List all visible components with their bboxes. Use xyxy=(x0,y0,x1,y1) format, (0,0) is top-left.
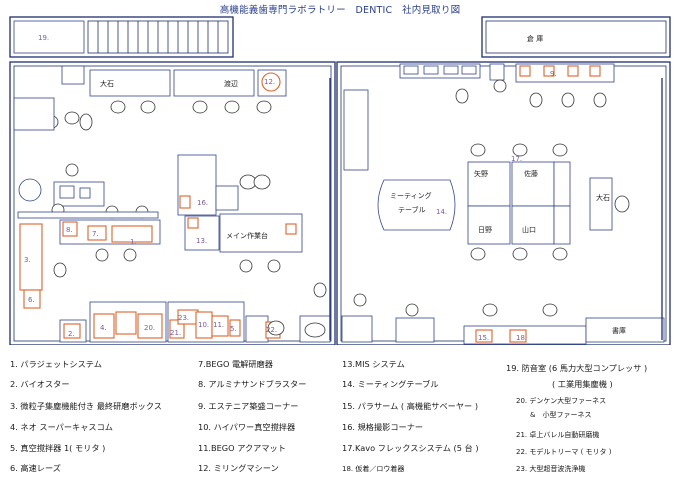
legend-item: 14. ミーティングテーブル xyxy=(342,379,439,389)
num-5: 5. xyxy=(230,325,237,333)
legend-item: 13.MIS システム xyxy=(342,359,405,369)
legend-item: 4. ネオ スーパーキャスコム xyxy=(10,422,113,432)
num-6: 6. xyxy=(28,296,35,304)
num-20: 20. xyxy=(144,324,155,332)
soundproof-room xyxy=(9,16,234,58)
num-17: 17. xyxy=(511,155,522,163)
compressor-box xyxy=(13,20,85,54)
legend-item: 8. アルミナサンドブラスター xyxy=(198,379,307,389)
legend-item: 19. 防音室 (6 馬力大型コンプレッサ ) xyxy=(506,363,648,373)
legend-item: & 小型ファーネス xyxy=(530,411,592,419)
name-watanabe: 渡辺 xyxy=(224,79,238,88)
num-4: 4. xyxy=(100,324,107,332)
legend-item: 15. パラサーム ( 高機能サベーヤー ) xyxy=(342,401,479,411)
main-bench-label: メイン作業台 xyxy=(226,231,268,240)
num-10: 10. xyxy=(198,321,209,329)
num-9: 9. xyxy=(550,70,557,78)
corner-desk xyxy=(13,97,55,131)
name-yano: 矢野 xyxy=(474,169,488,178)
legend-item: 1. パラジェットシステム xyxy=(10,359,102,369)
num-21: 21. xyxy=(170,329,181,337)
floor-plan: 倉 庫 大石 渡辺 ミーティング テーブル 矢野 佐藤 大石 日野 山口 メイン… xyxy=(9,16,671,345)
legend-item: 3. 微粒子集塵機能付き 最終研磨ボックス xyxy=(10,401,162,411)
shelf-bar xyxy=(17,211,159,219)
legend-item: 6. 高速レーズ xyxy=(10,463,61,473)
legend-item: 5. 真空撹拌器 1( モリタ ) xyxy=(10,443,106,453)
milling-machine-12 xyxy=(261,72,281,92)
storage-room xyxy=(481,16,671,58)
round-unit xyxy=(18,178,42,202)
name-oishi: 大石 xyxy=(100,79,114,88)
legend-item: ( 工業用集塵機 ) xyxy=(552,379,613,389)
num-3: 3. xyxy=(24,256,31,264)
name-sato: 佐藤 xyxy=(524,169,538,178)
right-room xyxy=(336,61,671,345)
num-11: 11. xyxy=(213,321,224,329)
num-8: 8. xyxy=(66,226,73,234)
legend-item: 17.Kavo フレックスシステム (5 台 ) xyxy=(342,443,479,453)
desk-oishi xyxy=(89,69,171,97)
num-13: 13. xyxy=(196,237,207,245)
num-22: 22. xyxy=(266,326,277,334)
meeting-label-1: ミーティング xyxy=(390,191,432,200)
legend-item: 2. バイオスター xyxy=(10,379,70,389)
num-2: 2. xyxy=(68,330,75,338)
legend-item: 23. 大型超音波洗浄機 xyxy=(516,465,586,473)
num-18: 18. xyxy=(516,334,527,342)
name-hino: 日野 xyxy=(478,226,492,234)
name-yamaguchi: 山口 xyxy=(522,225,536,234)
num-23: 23. xyxy=(178,314,189,322)
desk-watanabe xyxy=(173,69,255,97)
name-oishi-2: 大石 xyxy=(596,193,610,202)
meeting-table xyxy=(377,179,456,231)
meeting-label-2: テーブル xyxy=(398,205,426,214)
chairs-top-row xyxy=(37,100,272,131)
num-16: 16. xyxy=(197,199,208,207)
legend-item: 21. 卓上バレル自動研磨機 xyxy=(516,431,600,439)
legend-item: 20. デンケン大型ファーネス xyxy=(516,397,607,405)
legend-item: 11.BEGO アクアマット xyxy=(198,443,286,453)
num-1: 1. xyxy=(130,238,137,246)
legend-item: 10. ハイパワー真空撹拌器 xyxy=(198,422,296,432)
left-room xyxy=(9,61,336,345)
legend-item: 9. エステニア築盛コーナー xyxy=(198,401,299,411)
legend-item: 22. モデルトリーマ ( モリタ ) xyxy=(516,448,612,456)
num-14: 14. xyxy=(436,208,447,216)
page-title: 高機能義歯専門ラボラトリー DENTIC 社内見取り図 xyxy=(219,5,461,16)
legend-item: 18. 仮着／ロウ着器 xyxy=(342,465,405,473)
num-7: 7. xyxy=(92,230,99,238)
legend-item: 12. ミリングマシーン xyxy=(198,463,279,473)
stairs xyxy=(87,20,229,54)
library-label: 書庫 xyxy=(612,326,626,335)
library-room xyxy=(585,317,665,343)
num-19: 19. xyxy=(38,34,49,42)
legend-item: 7.BEGO 電解研磨器 xyxy=(198,359,273,369)
legend-item: 16. 規格撮影コーナー xyxy=(342,422,424,432)
num-15: 15. xyxy=(478,334,489,342)
kavo-desk-cluster xyxy=(467,161,613,245)
num-12: 12. xyxy=(264,78,275,86)
storage-label: 倉 庫 xyxy=(527,34,543,43)
